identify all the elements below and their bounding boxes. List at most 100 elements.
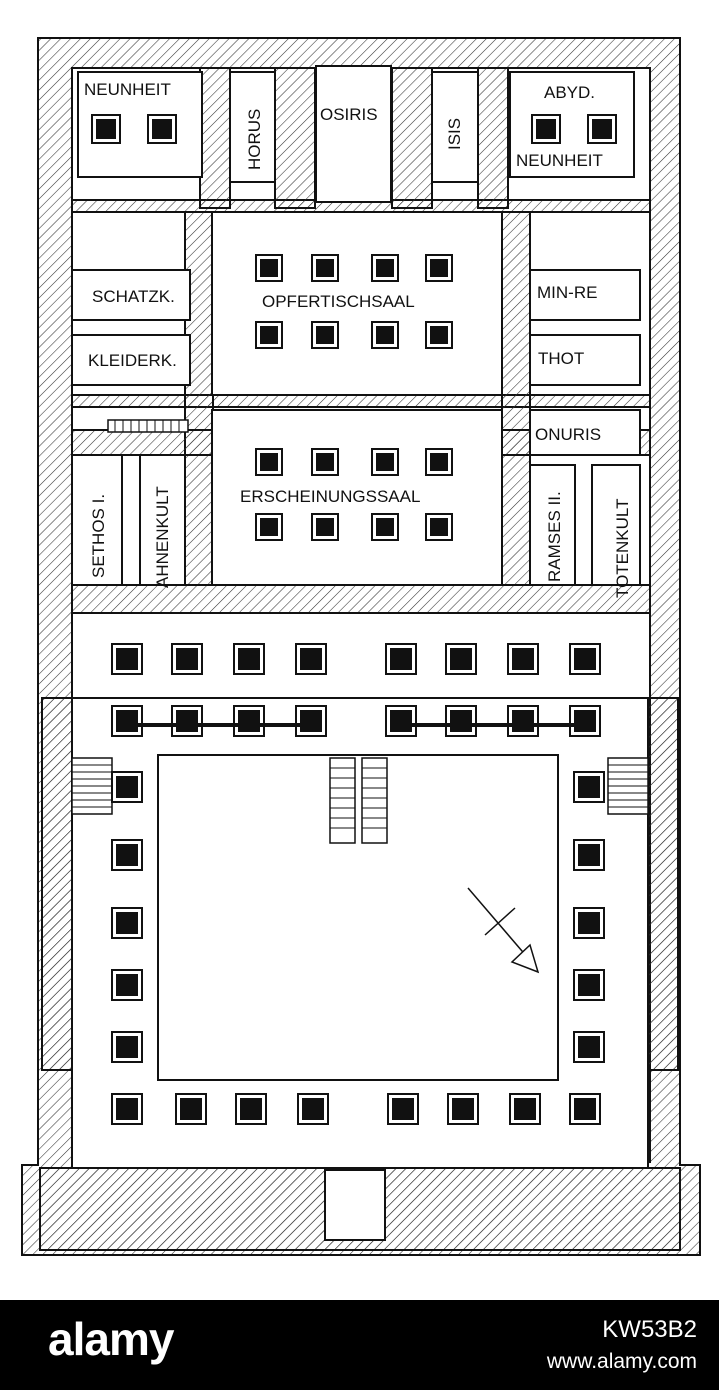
room-thot bbox=[529, 334, 641, 386]
brand-logo: alamy bbox=[48, 1313, 174, 1365]
pillar-core bbox=[300, 648, 322, 670]
room-horus bbox=[229, 71, 276, 183]
portico bbox=[71, 612, 651, 699]
pillar-core bbox=[96, 119, 116, 139]
entrance bbox=[324, 1169, 386, 1241]
pillar-core bbox=[452, 1098, 474, 1120]
label-min-re: MIN-RE bbox=[537, 283, 597, 302]
pillar-core bbox=[316, 453, 334, 471]
pillar-core bbox=[240, 1098, 262, 1120]
rooms bbox=[71, 65, 651, 1241]
label-neunheit-right: NEUNHEIT bbox=[516, 151, 603, 170]
pillar-core bbox=[574, 1098, 596, 1120]
label-abyd: ABYD. bbox=[544, 83, 595, 102]
pillar-core bbox=[116, 844, 138, 866]
pillar-core bbox=[376, 259, 394, 277]
pillar-core bbox=[316, 518, 334, 536]
chapel-wall-d bbox=[477, 67, 509, 209]
label-onuris: ONURIS bbox=[535, 425, 601, 444]
pillar-core bbox=[116, 1036, 138, 1058]
pillar-core bbox=[450, 710, 472, 732]
pillar-core bbox=[116, 710, 138, 732]
side-wall-left bbox=[184, 211, 214, 586]
room-isis bbox=[431, 71, 479, 183]
pillar-core bbox=[116, 1098, 138, 1120]
stair-treads bbox=[72, 420, 648, 829]
pillar-core bbox=[260, 518, 278, 536]
pillar-core bbox=[260, 326, 278, 344]
label-kleiderk: KLEIDERK. bbox=[88, 351, 177, 370]
room-ahnenkult bbox=[139, 454, 186, 586]
pillar-core bbox=[238, 648, 260, 670]
label-schatzk: SCHATZK. bbox=[92, 287, 175, 306]
pillar-core bbox=[116, 974, 138, 996]
pillar-core bbox=[450, 648, 472, 670]
open-court bbox=[157, 754, 559, 1081]
pillar-core bbox=[376, 326, 394, 344]
pillar-core bbox=[592, 119, 612, 139]
room-ramses bbox=[529, 464, 576, 586]
chapel-wall-a bbox=[199, 67, 231, 209]
label-totenkult: TOTENKULT bbox=[613, 499, 632, 599]
temple-floor-plan: NEUNHEIT HORUS OSIRIS ISIS ABYD. NEUNHEI… bbox=[21, 37, 701, 1256]
pillar-core bbox=[430, 518, 448, 536]
room-min-re bbox=[529, 269, 641, 321]
pillar-core bbox=[512, 710, 534, 732]
pillar-core bbox=[116, 912, 138, 934]
room-osiris bbox=[315, 65, 392, 203]
pillar-core bbox=[180, 1098, 202, 1120]
pillar-core bbox=[302, 1098, 324, 1120]
side-wall-right bbox=[501, 211, 531, 586]
pillar-core bbox=[238, 710, 260, 732]
arrow-down-right-icon bbox=[467, 887, 540, 974]
pillar-core bbox=[578, 974, 600, 996]
watermark-banner: alamy KW53B2 www.alamy.com bbox=[0, 1300, 719, 1390]
stair-centre-1 bbox=[329, 757, 356, 844]
wall-strip-3 bbox=[71, 584, 651, 614]
pillar-core bbox=[176, 710, 198, 732]
label-horus: HORUS bbox=[245, 109, 264, 170]
pillar-core bbox=[260, 259, 278, 277]
room-onuris bbox=[529, 409, 641, 456]
hall-opfertischsaal bbox=[211, 211, 503, 396]
pillar-core bbox=[512, 648, 534, 670]
label-ramses: RAMSES II. bbox=[545, 491, 564, 582]
pillar-core bbox=[176, 648, 198, 670]
label-isis: ISIS bbox=[445, 118, 464, 150]
pillar-core bbox=[514, 1098, 536, 1120]
pillar-core bbox=[390, 710, 412, 732]
pillar-core bbox=[430, 259, 448, 277]
room-labels: NEUNHEIT HORUS OSIRIS ISIS ABYD. NEUNHEI… bbox=[84, 80, 632, 598]
pillar-core bbox=[316, 259, 334, 277]
pillar-core bbox=[430, 453, 448, 471]
pillar-core bbox=[578, 1036, 600, 1058]
pillar-core bbox=[116, 648, 138, 670]
pillar-core bbox=[578, 844, 600, 866]
pillar-core bbox=[574, 710, 596, 732]
room-sethos bbox=[71, 454, 123, 586]
pillar-core bbox=[574, 648, 596, 670]
court-wall-left bbox=[41, 697, 73, 1071]
label-osiris: OSIRIS bbox=[320, 105, 378, 124]
chapel-wall-c bbox=[391, 67, 433, 209]
walls bbox=[21, 37, 701, 1256]
image-id: KW53B2 bbox=[602, 1316, 697, 1343]
pillar-core bbox=[152, 119, 172, 139]
label-sethos: SETHOS I. bbox=[89, 494, 108, 578]
pillar-core bbox=[300, 710, 322, 732]
room-schatzk bbox=[71, 269, 191, 321]
label-ahnenkult: AHNENKULT bbox=[153, 486, 172, 588]
pillar-core bbox=[316, 326, 334, 344]
site-url: www.alamy.com bbox=[546, 1350, 697, 1373]
wall-strip-2 bbox=[71, 394, 651, 408]
pillar-core bbox=[392, 1098, 414, 1120]
pillar-core bbox=[260, 453, 278, 471]
pillar-core bbox=[578, 912, 600, 934]
stair-centre-2 bbox=[361, 757, 388, 844]
room-kleiderk bbox=[71, 334, 191, 386]
label-neunheit-left: NEUNHEIT bbox=[84, 80, 171, 99]
label-opfertischsaal: OPFERTISCHSAAL bbox=[262, 292, 415, 311]
room-totenkult bbox=[591, 464, 641, 586]
stairs bbox=[71, 419, 649, 844]
mid-wall-left bbox=[71, 429, 233, 456]
